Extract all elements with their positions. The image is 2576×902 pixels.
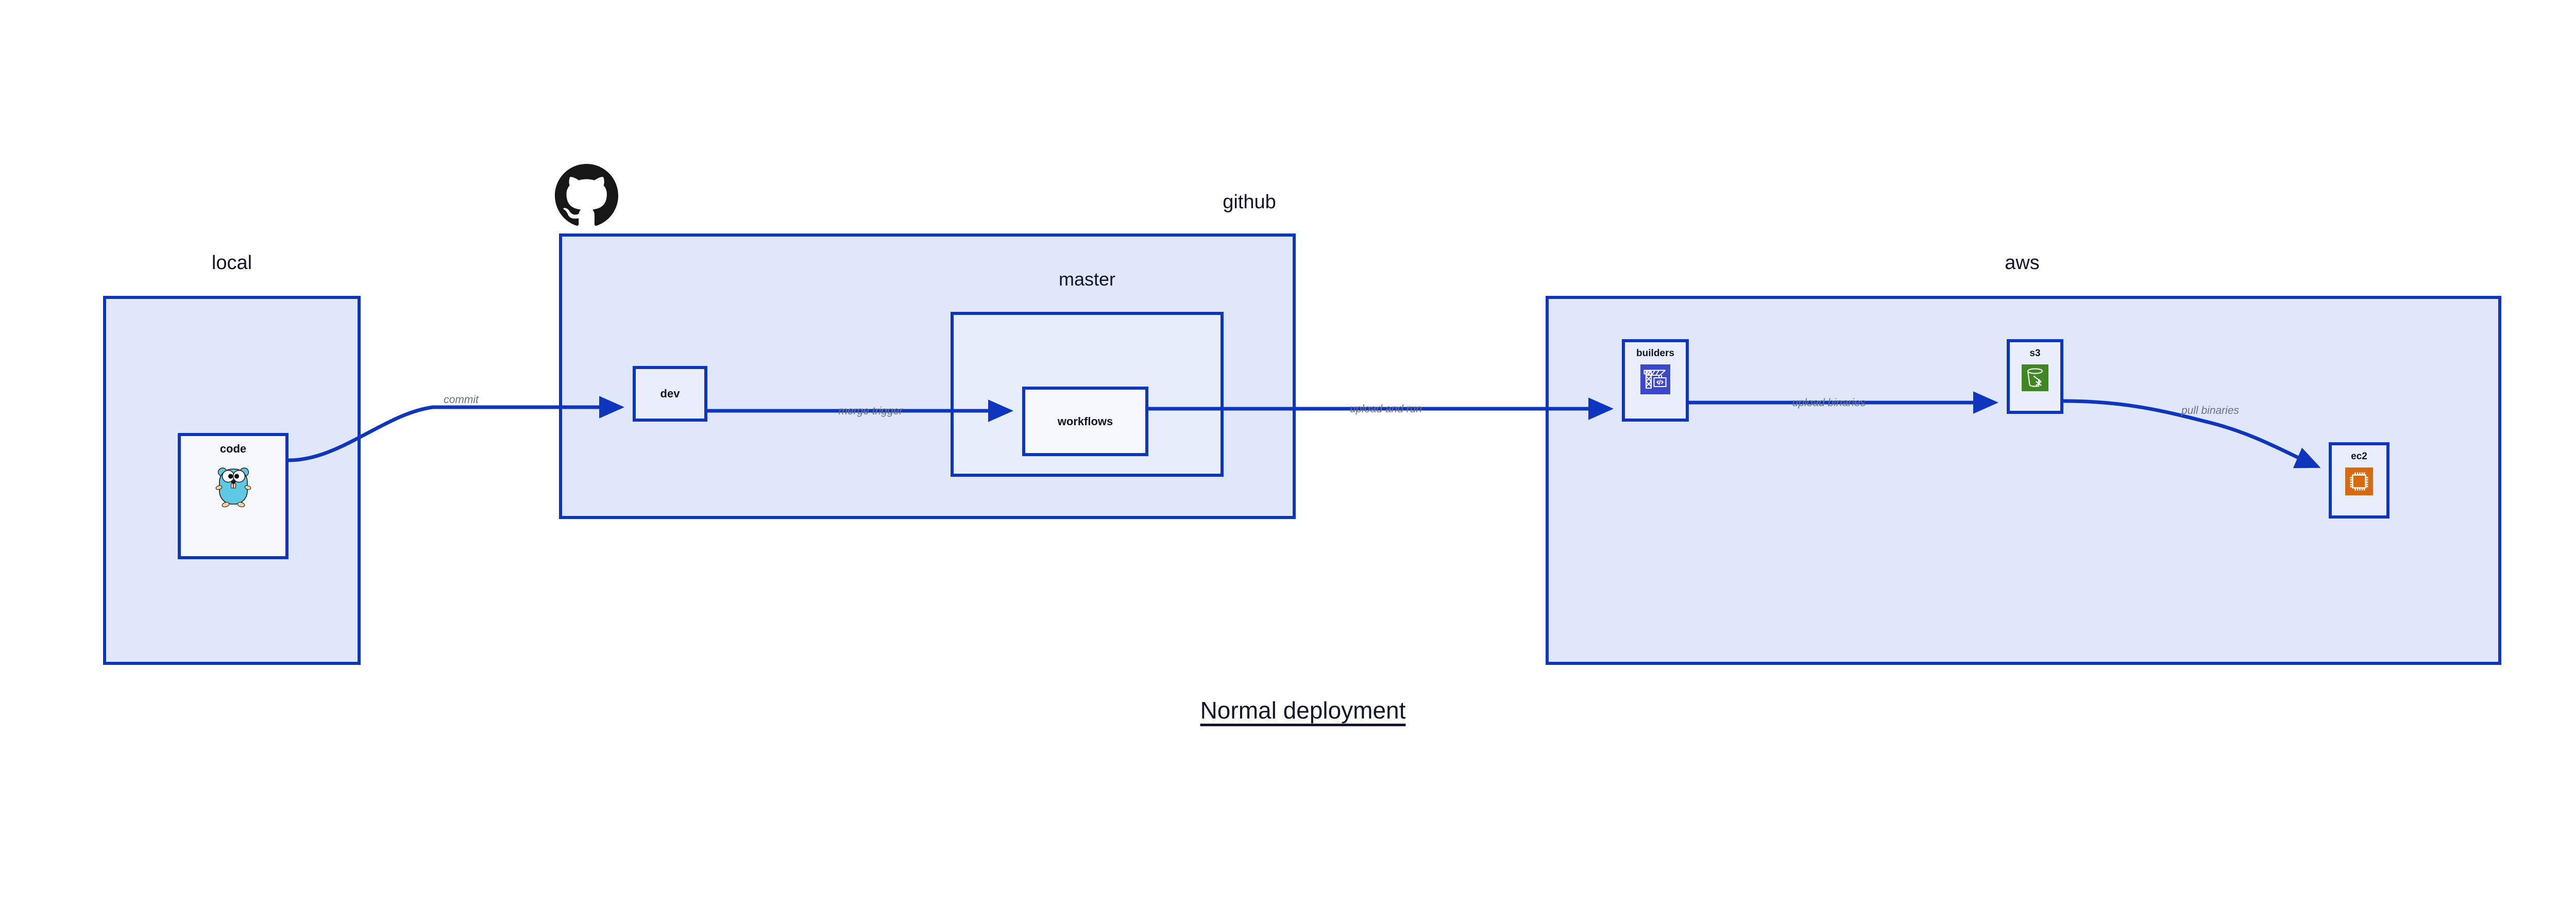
node-label-dev: dev bbox=[660, 387, 680, 400]
group-label-aws: aws bbox=[2005, 252, 2040, 274]
node-label-code: code bbox=[219, 442, 247, 455]
aws-ec2-icon bbox=[2345, 467, 2373, 495]
github-octocat-logo bbox=[555, 164, 618, 230]
aws-s3-icon bbox=[2022, 364, 2048, 391]
node-dev[interactable]: dev bbox=[633, 366, 707, 422]
edge-label-text: upload and run bbox=[1349, 403, 1422, 415]
diagram-title: Normal deployment bbox=[1200, 697, 1406, 724]
node-workflows[interactable]: workflows bbox=[1022, 387, 1148, 456]
node-label-s3: s3 bbox=[2029, 348, 2041, 359]
edge-label-text: merge trigger bbox=[838, 405, 903, 417]
group-label-github: github bbox=[1223, 191, 1276, 213]
edge-label-upload-binaries: upload binaries bbox=[1700, 397, 1958, 408]
edge-label-commit: commit bbox=[332, 394, 590, 405]
node-ec2[interactable]: ec2 bbox=[2329, 442, 2389, 519]
aws-codebuild-icon bbox=[1640, 364, 1670, 394]
edge-label-text: upload binaries bbox=[1792, 396, 1866, 409]
group-label-local: local bbox=[211, 252, 252, 274]
node-code[interactable]: code bbox=[178, 433, 289, 559]
group-label-master: master bbox=[1058, 269, 1116, 290]
node-label-workflows: workflows bbox=[1057, 414, 1113, 428]
edge-label-merge-trigger: merge trigger bbox=[742, 406, 999, 416]
edge-label-text: pull binaries bbox=[2181, 404, 2240, 416]
node-builders[interactable]: builders bbox=[1622, 339, 1689, 422]
edge-label-pull-binaries: pull binaries bbox=[2081, 405, 2339, 416]
edge-label-text: commit bbox=[444, 393, 479, 406]
edge-label-upload-and-run: upload and run bbox=[1257, 404, 1515, 414]
node-label-builders: builders bbox=[1636, 348, 1674, 359]
node-label-ec2: ec2 bbox=[2351, 451, 2367, 462]
go-gopher-icon bbox=[215, 467, 251, 508]
node-s3[interactable]: s3 bbox=[2007, 339, 2063, 414]
